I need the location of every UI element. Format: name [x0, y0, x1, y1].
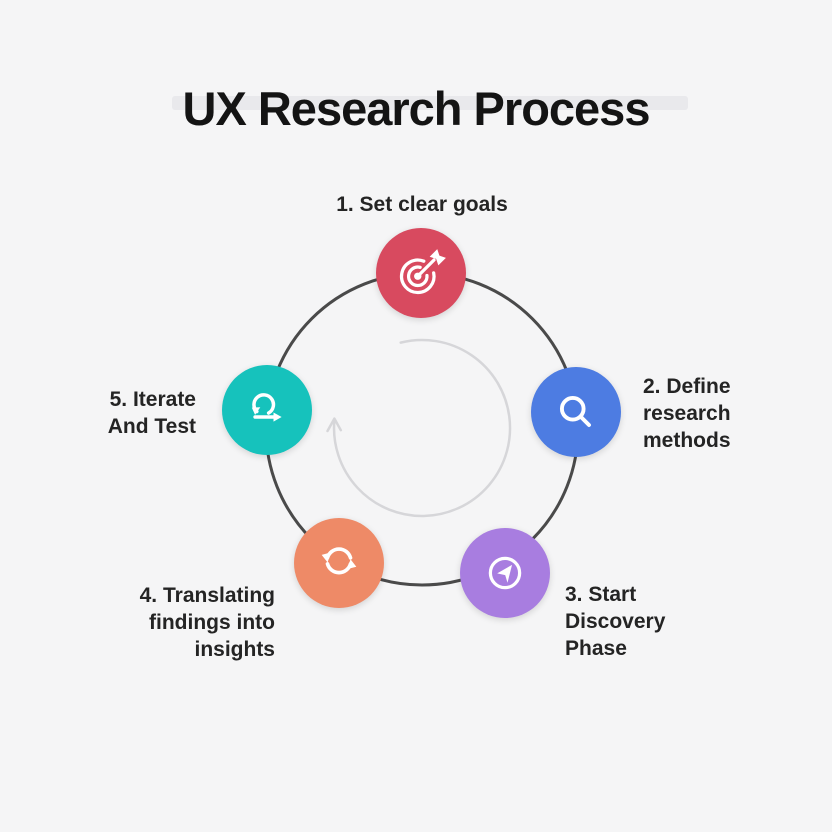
step-label-3: 3. Start Discovery Phase — [565, 583, 666, 660]
magnifier-icon — [559, 395, 591, 427]
target-dart-icon — [399, 249, 446, 295]
step-label-4: 4. Translating findings into insights — [139, 584, 275, 661]
step-label-5: 5. Iterate And Test — [107, 388, 196, 438]
navigation-arrow-icon — [488, 556, 522, 590]
step-node-3 — [460, 528, 550, 618]
inner-cycle-arrow-arc — [332, 338, 512, 518]
step-node-2 — [531, 367, 621, 457]
sync-arrows-icon — [321, 547, 357, 575]
inner-cycle-arrowhead — [326, 417, 343, 433]
title-underline-band — [172, 96, 688, 110]
step-node-4 — [294, 518, 384, 608]
step-label-1: 1. Set clear goals — [336, 193, 508, 216]
page-title: UX Research Process — [182, 82, 651, 136]
step-node-5 — [222, 365, 312, 455]
step-node-1 — [376, 228, 466, 318]
iterate-loop-icon — [251, 393, 282, 422]
step-label-2: 2. Define research methods — [643, 375, 731, 452]
